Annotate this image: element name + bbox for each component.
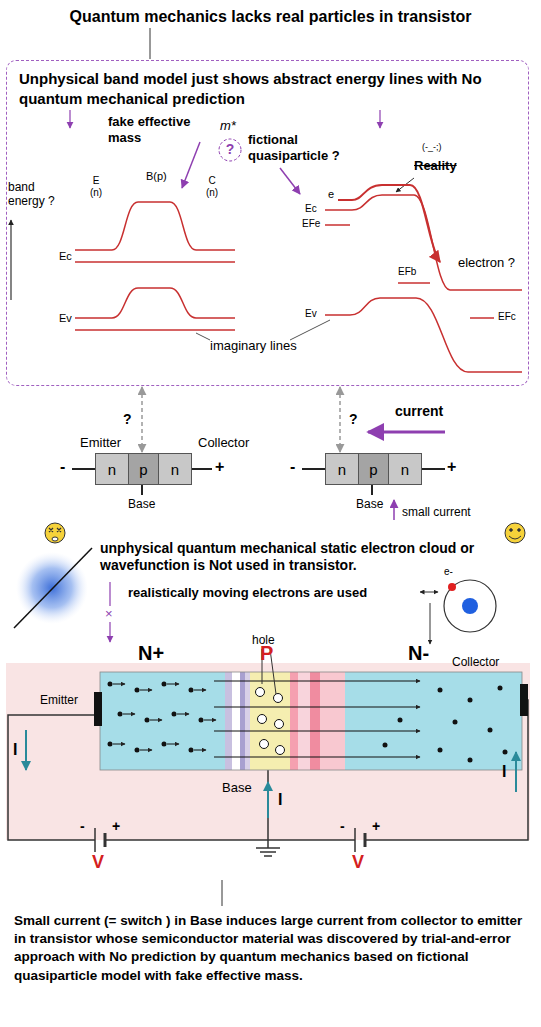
polarity-sign: -: [290, 457, 295, 476]
band-label: Ev: [59, 312, 72, 325]
current-symbol: I: [502, 762, 506, 781]
current-symbol: I: [278, 790, 282, 809]
note-text: unphysical quantum mechanical static ele…: [100, 540, 500, 574]
semiconductor-layer: p: [358, 454, 388, 484]
callout-mark: ?: [224, 141, 236, 158]
emitter-region: N+: [100, 672, 250, 770]
region-label: E (n): [86, 175, 106, 199]
region-label: N+: [138, 642, 164, 665]
region-label: P: [260, 642, 273, 665]
callout-text: fictional quasiparticle ?: [248, 132, 340, 163]
region-label: C (n): [202, 175, 222, 199]
transistor-symbol: npn: [95, 453, 192, 485]
polarity-sign: +: [112, 818, 120, 835]
particle-label: e-: [444, 566, 453, 578]
panel-heading: Unphysical band model just shows abstrac…: [19, 69, 516, 108]
band-label: EFc: [498, 311, 516, 323]
particle-label: e: [328, 188, 334, 201]
note-text: realistically moving electrons are used: [128, 585, 367, 601]
current-label: small current: [402, 505, 471, 519]
current-label: current: [395, 403, 443, 420]
polarity-sign: +: [372, 818, 380, 835]
cross-mark: ×: [105, 606, 113, 622]
band-label: EFb: [398, 266, 416, 278]
band-label: Ev: [305, 308, 317, 320]
polarity-sign: -: [340, 818, 345, 835]
semiconductor-layer: n: [326, 454, 358, 484]
note-text: Reality: [414, 158, 457, 174]
band-label: Ec: [305, 203, 317, 215]
semiconductor-layer: n: [388, 454, 421, 484]
collector-region: N-: [290, 672, 522, 770]
terminal-label: Emitter: [80, 435, 121, 451]
terminal-label: Base: [222, 780, 252, 796]
band-model-panel: Unphysical band model just shows abstrac…: [6, 60, 529, 386]
caption: Small current (= switch ) in Base induce…: [14, 912, 529, 985]
polarity-sign: +: [215, 457, 224, 476]
title: Quantum mechanics lacks real particles i…: [0, 7, 541, 26]
polarity-sign: -: [80, 818, 85, 835]
voltage-symbol: V: [352, 852, 364, 874]
terminal-label: Emitter: [40, 693, 78, 707]
transistor-symbol: npn: [325, 453, 422, 485]
dashed-connector: [141, 387, 143, 452]
band-label: Ec: [59, 250, 72, 263]
terminal-label: Collector: [198, 435, 249, 451]
semiconductor-layer: p: [128, 454, 158, 484]
dashed-connector: [339, 387, 341, 452]
emoticon: (-_-;): [422, 142, 442, 153]
terminal-label: Base: [128, 497, 155, 511]
region-label: N-: [408, 642, 429, 665]
base-region: P: [250, 672, 290, 770]
callout-text: electron ?: [458, 255, 515, 271]
polarity-sign: -: [60, 457, 65, 476]
region-label: B(p): [146, 170, 167, 183]
axis-label: band energy ?: [8, 180, 60, 209]
connector-label: ?: [348, 411, 359, 428]
connector-label: ?: [122, 411, 133, 428]
callout-text: fake effective mass: [108, 114, 200, 145]
band-label: EFe: [302, 218, 320, 230]
semiconductor-layer: n: [158, 454, 191, 484]
terminal-label: Base: [356, 497, 383, 511]
symbol-label: m*: [220, 118, 236, 134]
current-symbol: I: [13, 740, 17, 759]
polarity-sign: +: [447, 457, 456, 476]
semiconductor-layer: n: [96, 454, 128, 484]
callout-text: imaginary lines: [210, 338, 297, 354]
voltage-symbol: V: [92, 852, 104, 874]
terminal-label: Collector: [452, 655, 499, 669]
